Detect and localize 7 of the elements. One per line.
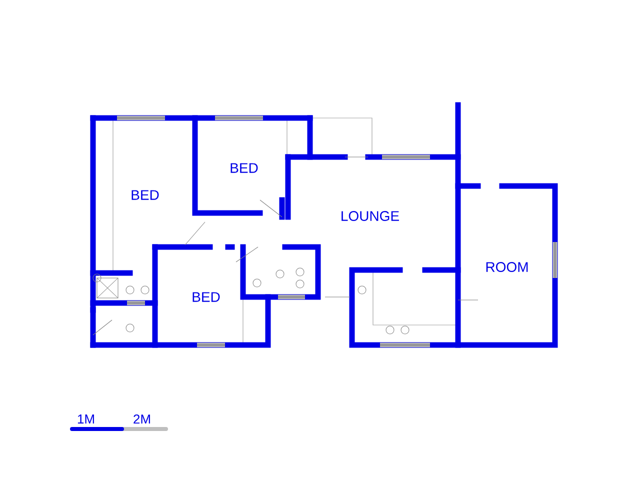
room-label: BED [192, 292, 220, 302]
scale-label: 1M [78, 414, 94, 424]
room-label: BED [132, 190, 159, 200]
room-label: LOUNGE [342, 211, 399, 221]
room-label: BED [230, 163, 258, 173]
scale-label: 2M [134, 414, 150, 424]
room-label: ROOM [486, 262, 528, 272]
